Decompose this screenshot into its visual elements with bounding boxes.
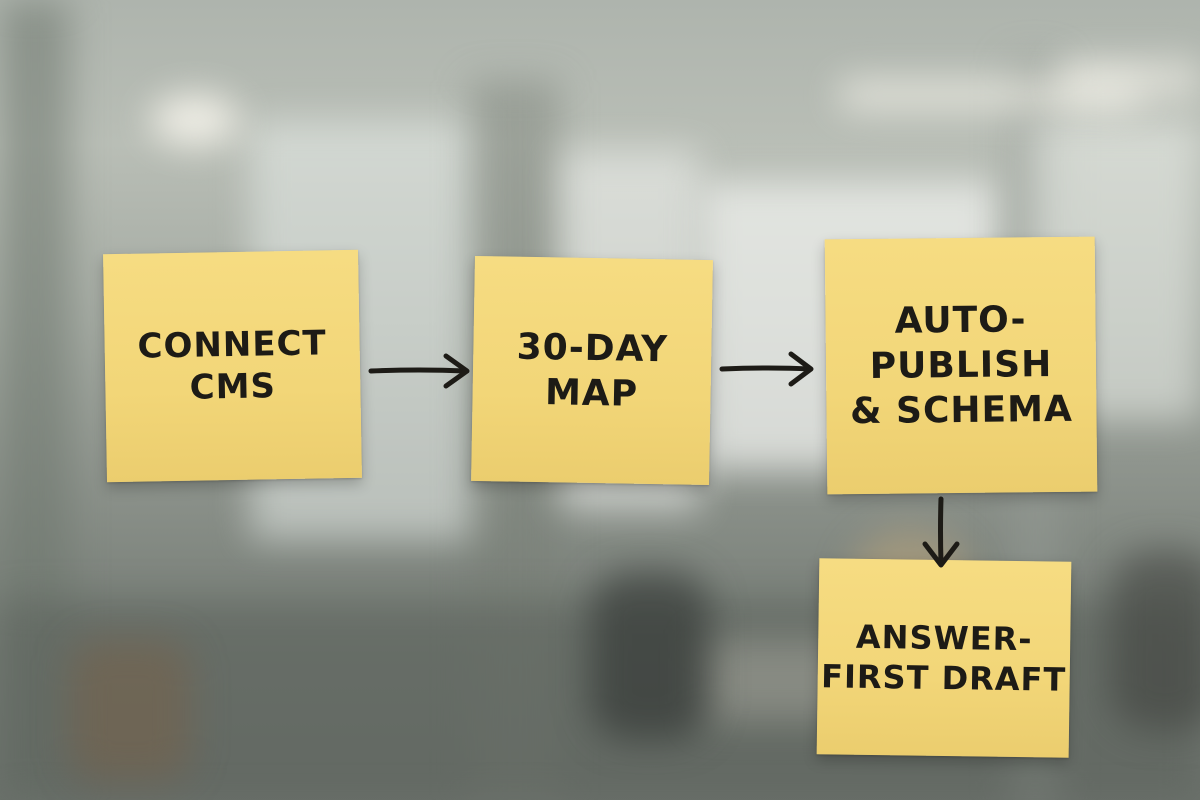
note-line: MAP	[544, 371, 639, 415]
blurred-plant	[70, 640, 190, 780]
sticky-note-text: CONNECT CMS	[137, 322, 328, 410]
sticky-note-answer-first-draft: ANSWER- FIRST DRAFT	[816, 558, 1072, 758]
note-line: ANSWER-	[855, 617, 1033, 659]
sticky-note-text: 30-DAY MAP	[516, 324, 669, 417]
note-line: PUBLISH	[869, 344, 1053, 387]
note-line: 30-DAY	[516, 326, 669, 370]
blurred-chair	[1110, 550, 1200, 730]
blurred-ceiling-light	[150, 95, 240, 145]
note-line: AUTO-	[894, 299, 1027, 342]
blurred-chair	[590, 570, 710, 740]
note-line: CONNECT	[137, 322, 328, 367]
sticky-note-30-day-map: 30-DAY MAP	[471, 255, 713, 486]
note-line: CMS	[189, 366, 277, 408]
sticky-note-connect-cms: CONNECT CMS	[103, 249, 362, 483]
sticky-note-text: ANSWER- FIRST DRAFT	[821, 616, 1067, 699]
note-line: & SCHEMA	[849, 388, 1074, 433]
sticky-note-auto-publish: AUTO- PUBLISH & SCHEMA	[824, 236, 1098, 495]
sticky-note-text: AUTO- PUBLISH & SCHEMA	[849, 297, 1073, 434]
note-line: FIRST DRAFT	[820, 657, 1067, 699]
blurred-ceiling-light	[1060, 60, 1200, 100]
